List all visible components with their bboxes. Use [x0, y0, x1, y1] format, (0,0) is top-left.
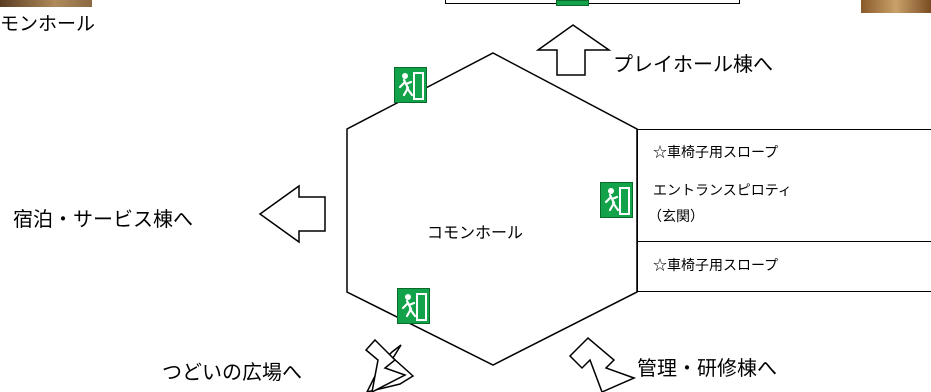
admin-label: 管理・研修棟へ	[637, 356, 777, 380]
photo-thumbnail-left	[0, 0, 92, 7]
common-hall-label: コモンホール	[427, 223, 524, 242]
entrance-divider	[637, 241, 931, 242]
entrance-exit-icon	[600, 182, 633, 218]
arrow-left-icon	[258, 184, 326, 244]
emergency-exit-icon	[394, 67, 427, 103]
entrance-panel	[637, 129, 931, 292]
arrow-up-icon	[535, 24, 612, 76]
entrance-label: エントランスピロティ	[653, 183, 792, 199]
play-hall-label: プレイホール棟へ	[613, 52, 773, 76]
entrance-sub-label: （玄関）	[648, 209, 704, 225]
slope-top-label: ☆車椅子用スロープ	[653, 145, 779, 161]
arrow-down-right-icon	[568, 336, 637, 392]
emergency-exit-icon	[397, 288, 430, 324]
common-hall-hexagon	[346, 52, 638, 366]
slope-bottom-label: ☆車椅子用スロープ	[653, 258, 779, 274]
emergency-exit-icon	[556, 0, 589, 6]
accommodation-label: 宿泊・サービス棟へ	[13, 207, 193, 231]
top-building-outline	[445, 0, 740, 4]
photo-thumbnail-right	[861, 0, 931, 13]
plaza-label: つどいの広場へ	[162, 360, 302, 384]
top-left-caption: モンホール	[0, 13, 96, 35]
